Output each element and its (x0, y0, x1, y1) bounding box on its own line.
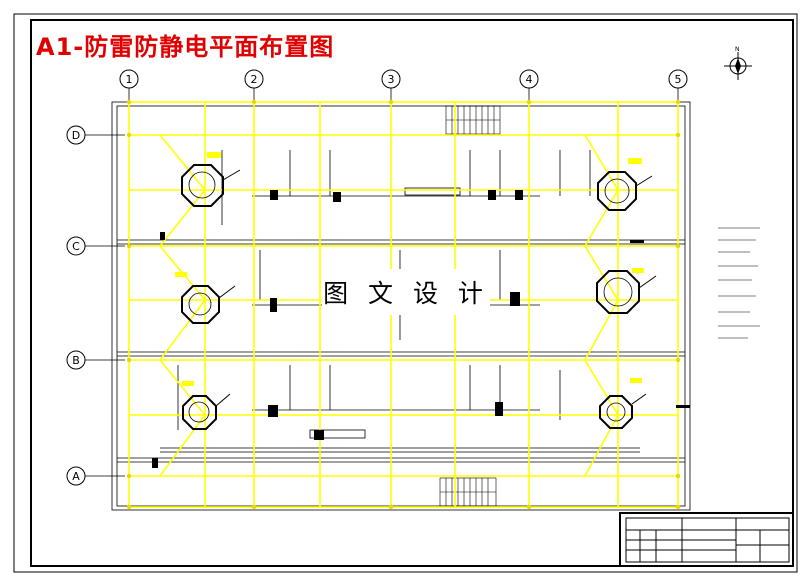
stair-top (445, 105, 501, 135)
column-axis-label: 5 (675, 73, 682, 86)
column-axis-label: 3 (388, 73, 395, 86)
column-axis-label: 1 (126, 73, 133, 86)
inner-frame (30, 19, 794, 567)
row-axis-C: C (66, 236, 125, 256)
row-axis-label: A (72, 470, 80, 483)
stair-bottom (439, 477, 497, 507)
tank-mid-right (596, 268, 657, 314)
row-axis-D: D (66, 125, 125, 145)
tank-bottom-left (182, 381, 231, 430)
legend-notes (718, 227, 760, 339)
column-axis-5: 5 (668, 69, 688, 100)
row-axis-B: B (66, 350, 125, 370)
tank-top-right (597, 158, 653, 211)
column-axis-1: 1 (119, 69, 139, 100)
outer-frame (13, 13, 798, 573)
column-axis-label: 4 (526, 73, 533, 86)
row-axis-label: B (72, 354, 80, 367)
column-axis-3: 3 (381, 69, 401, 100)
column-axis-4: 4 (519, 69, 539, 100)
row-axis-label: C (72, 240, 80, 253)
row-axis-A: A (66, 466, 125, 486)
tank-mid-left (175, 272, 236, 324)
watermark: 图 文 设 计 (322, 269, 490, 315)
equipment-blocks (152, 190, 690, 468)
grounding-points (126, 99, 681, 510)
drawing-title: A1-防雷防静电平面布置图 (36, 33, 335, 61)
column-axis-label: 2 (251, 73, 258, 86)
north-arrow-icon: N (724, 46, 752, 80)
grounding-network (128, 101, 679, 508)
tank-bottom-right (599, 378, 647, 429)
row-axis-label: D (72, 129, 80, 142)
title-block (619, 512, 794, 567)
tank-top-left (181, 152, 241, 207)
column-axis-2: 2 (244, 69, 264, 100)
compass-label: N (735, 46, 740, 53)
